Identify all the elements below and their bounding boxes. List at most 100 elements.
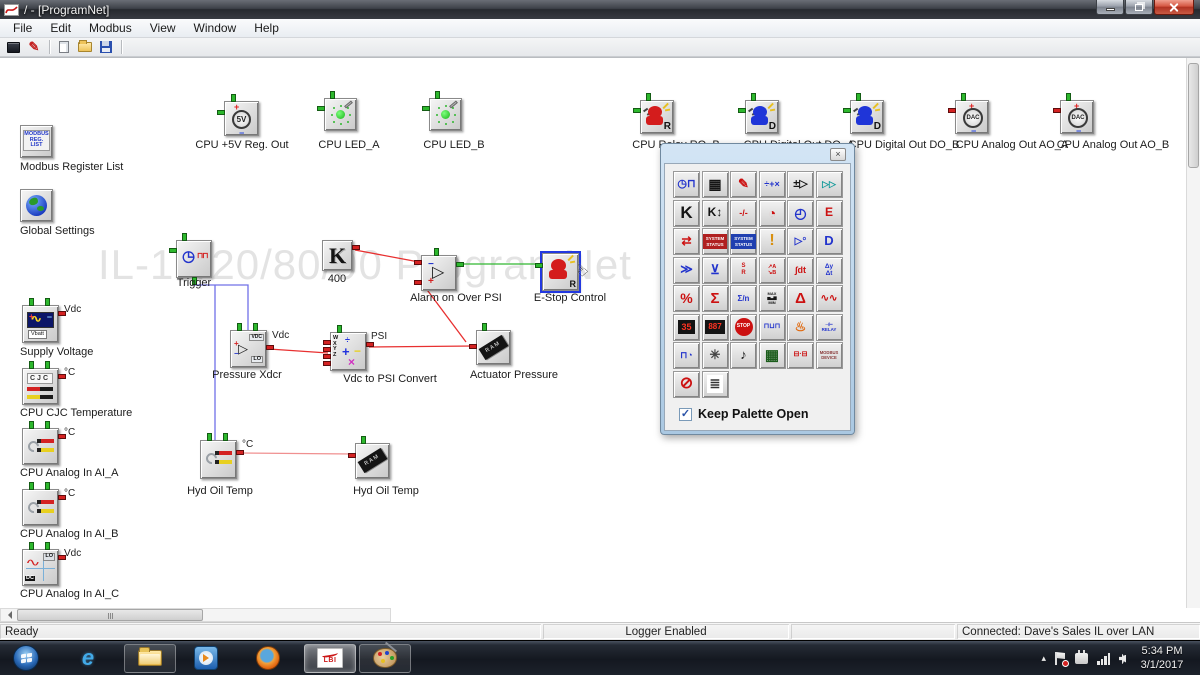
palette-icon-keypad[interactable]: ▦: [758, 342, 786, 369]
scroll-left-arrow[interactable]: [1, 609, 17, 621]
horizontal-scroll-thumb[interactable]: [17, 609, 203, 621]
palette-icon-switch[interactable]: -/-: [730, 199, 757, 227]
palette-icon-disable[interactable]: ⊘: [673, 370, 700, 398]
red-port[interactable]: [414, 280, 422, 285]
block-hyd-oil-temp-in[interactable]: [200, 433, 244, 479]
palette-icon-or-gate[interactable]: ≫: [673, 256, 700, 284]
canvas-horizontal-scrollbar[interactable]: [0, 608, 391, 622]
green-port[interactable]: [253, 323, 258, 331]
red-port[interactable]: [323, 340, 331, 345]
palette-close-icon[interactable]: ×: [830, 148, 846, 161]
palette-icon-web-grid[interactable]: ✳: [701, 342, 729, 369]
palette-icon-ab-select[interactable]: ↗A ↘B: [758, 256, 786, 284]
power-plug-icon[interactable]: [1075, 650, 1088, 664]
palette-icon-delta[interactable]: Δ: [787, 285, 814, 312]
green-port[interactable]: [456, 262, 464, 267]
green-port[interactable]: [633, 108, 641, 113]
palette-icon-clock[interactable]: ◴: [787, 199, 814, 227]
palette-icon-stop[interactable]: STOP: [730, 313, 757, 341]
red-port[interactable]: [323, 361, 331, 366]
red-port[interactable]: [323, 347, 331, 352]
vertical-scroll-thumb[interactable]: [1188, 63, 1199, 168]
green-port[interactable]: [29, 298, 34, 306]
block-cpu-analog-in-ai-b[interactable]: [22, 482, 66, 526]
palette-icon-average[interactable]: Σ/n: [730, 285, 757, 312]
taskbar-lbi-programnet[interactable]: LBI: [304, 643, 356, 673]
green-port[interactable]: [961, 93, 966, 101]
block-trigger[interactable]: ◷⊓⊓: [169, 233, 212, 285]
palette-icon-counter[interactable]: 35: [673, 313, 700, 341]
tray-expand-icon[interactable]: ▴: [1041, 653, 1046, 663]
green-port[interactable]: [361, 436, 366, 444]
green-port[interactable]: [317, 106, 325, 111]
palette-icon-system-status-pulse[interactable]: SYSTEM STATUS: [730, 228, 757, 255]
green-port[interactable]: [45, 542, 50, 550]
download-to-logger-icon[interactable]: [3, 39, 23, 56]
close-button[interactable]: [1154, 0, 1194, 15]
menu-help[interactable]: Help: [254, 21, 279, 35]
green-port[interactable]: [435, 91, 440, 99]
palette-icon-window-comparator[interactable]: ▷▷: [815, 171, 843, 198]
palette-icon-and-gate[interactable]: D: [815, 228, 843, 255]
red-port[interactable]: [266, 345, 274, 350]
taskbar-windows-explorer[interactable]: [124, 643, 176, 673]
diagram-canvas[interactable]: IL-10/20/80/90 ProgramNet MODBUS REG. LI…: [0, 57, 1200, 622]
taskbar-internet-explorer[interactable]: e: [68, 644, 108, 673]
block-cpu-analog-out-ao-a[interactable]: +DAC−: [948, 93, 989, 136]
red-port[interactable]: [469, 344, 477, 349]
palette-icon-comparator[interactable]: ±▷: [787, 171, 814, 198]
palette-icon-system-status-lock[interactable]: SYSTEM STATUS: [701, 228, 729, 255]
menu-edit[interactable]: Edit: [50, 21, 72, 35]
palette-icon-flame[interactable]: ♨: [787, 313, 814, 341]
restore-button[interactable]: [1125, 0, 1153, 15]
block-supply-voltage[interactable]: ∿+−Vbatt: [22, 298, 66, 343]
block-e-stop-control[interactable]: R☜: [535, 251, 591, 293]
palette-icon-variable-k[interactable]: K↕: [701, 199, 729, 227]
red-port[interactable]: [1053, 108, 1061, 113]
new-file-icon[interactable]: [54, 39, 74, 56]
red-port[interactable]: [236, 450, 244, 455]
green-port[interactable]: [29, 421, 34, 429]
palette-icon-constant-k[interactable]: K: [673, 199, 700, 227]
palette-icon-sum[interactable]: Σ: [701, 285, 729, 312]
palette-icon-integrate[interactable]: ∫dt: [787, 256, 814, 284]
green-port[interactable]: [482, 323, 487, 331]
network-signal-icon[interactable]: [1097, 652, 1110, 665]
palette-icon-filter[interactable]: ∿∿: [815, 285, 843, 312]
green-port[interactable]: [45, 482, 50, 490]
palette-icon-math-wxyz[interactable]: ÷+×: [758, 171, 786, 198]
canvas-vertical-scrollbar[interactable]: [1186, 58, 1200, 608]
palette-icon-percent[interactable]: %: [673, 285, 700, 312]
menu-modbus[interactable]: Modbus: [89, 21, 132, 35]
menu-view[interactable]: View: [149, 21, 176, 35]
red-port[interactable]: [352, 245, 360, 250]
palette-icon-stopwatch[interactable]: ◔: [758, 199, 786, 227]
block-vdc-to-psi-convert[interactable]: W X Y Z÷+−×: [323, 325, 374, 371]
green-port[interactable]: [237, 323, 242, 331]
palette-icon-notes-list[interactable]: ≣: [701, 370, 729, 398]
open-file-icon[interactable]: [75, 39, 95, 56]
block-cpu-digital-out-do-b[interactable]: D: [843, 93, 884, 134]
green-port[interactable]: [29, 361, 34, 369]
palette-icon-derivative[interactable]: Δy Δt: [815, 256, 843, 284]
green-port[interactable]: [45, 361, 50, 369]
keep-palette-open-checkbox[interactable]: ✓: [679, 407, 692, 421]
palette-icon-pen-probe[interactable]: ✎: [730, 171, 757, 198]
block-cpu-relay-ro-b[interactable]: R: [633, 93, 674, 134]
palette-icon-trigger[interactable]: ◷⊓: [673, 171, 700, 198]
green-port[interactable]: [45, 421, 50, 429]
green-port[interactable]: [182, 233, 187, 241]
taskbar-media-player[interactable]: [186, 644, 226, 673]
green-port[interactable]: [217, 110, 225, 115]
palette-icon-alert[interactable]: !: [758, 228, 786, 255]
action-center-flag-icon[interactable]: [1055, 652, 1069, 667]
block-constant-400[interactable]: K: [322, 240, 360, 271]
green-port[interactable]: [330, 91, 335, 99]
green-port[interactable]: [169, 248, 177, 253]
taskbar-clock[interactable]: 5:34 PM 3/1/2017: [1130, 644, 1194, 672]
taskbar-firefox[interactable]: [248, 644, 288, 673]
green-port[interactable]: [29, 542, 34, 550]
save-file-icon[interactable]: [96, 39, 116, 56]
